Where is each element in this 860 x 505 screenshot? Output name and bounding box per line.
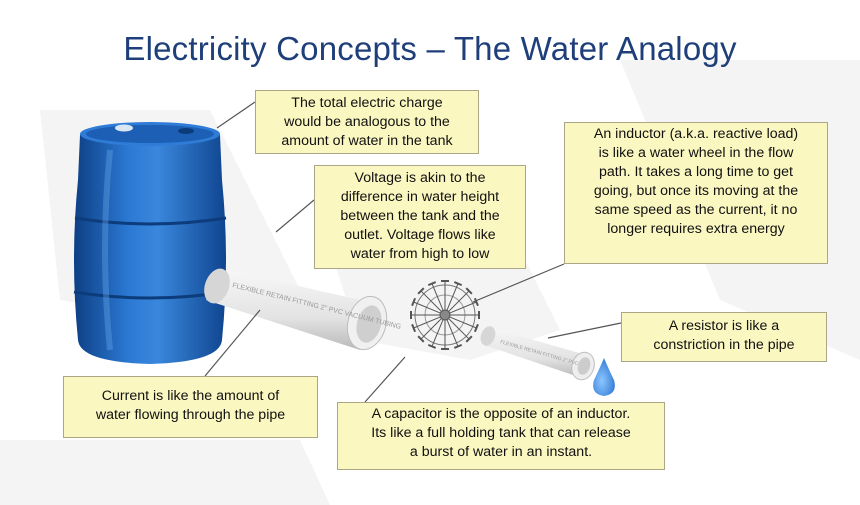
- wheel-paddle: [417, 287, 425, 295]
- callout-line: outlet. Voltage flows like: [344, 227, 496, 243]
- wheel-paddle: [411, 297, 417, 307]
- wheel-paddle: [453, 343, 463, 349]
- callout-line: path. It takes a long time to get: [598, 164, 793, 180]
- wheel-spoke: [448, 318, 470, 340]
- wheel-paddle: [465, 335, 473, 343]
- wheel-spoke: [448, 290, 470, 312]
- callout-line: same speed as the current, it no: [594, 202, 798, 218]
- small-pipe: FLEXIBLE RETAIN FITTING 2" PVC: [480, 326, 595, 381]
- callout-line: A resistor is like a: [668, 318, 780, 334]
- wheel-spoke: [431, 319, 444, 347]
- wheel-paddle: [473, 323, 479, 333]
- wheel-spoke: [413, 301, 441, 314]
- callout-line: a burst of water in an instant.: [409, 444, 593, 460]
- callout-resistor: A resistor is like a constriction in the…: [621, 312, 827, 362]
- callout-line: Current is like the amount of: [101, 388, 280, 404]
- wheel-paddle: [465, 287, 473, 295]
- callout-line: constriction in the pipe: [653, 337, 795, 353]
- wheel-spoke: [449, 316, 477, 329]
- callout-line: going, but once its moving at the: [593, 183, 799, 199]
- wheel-spokes: [410, 280, 480, 350]
- leader-inductor: [472, 263, 565, 303]
- callout-line: difference in water height: [340, 189, 500, 205]
- wheel-spoke: [431, 283, 444, 311]
- callout-line: Its like a full holding tank that can re…: [371, 425, 631, 441]
- callout-capacitor: A capacitor is the opposite of an induct…: [337, 402, 665, 470]
- wheel-paddle: [427, 281, 437, 287]
- wheel-spoke: [420, 290, 442, 312]
- water-barrel: [73, 122, 227, 364]
- wheel-spoke: [446, 319, 459, 347]
- callout-line: between the tank and the: [340, 208, 500, 224]
- page-title: Electricity Concepts – The Water Analogy: [123, 30, 737, 67]
- wheel-paddle: [453, 281, 463, 287]
- callout-current: Current is like the amount of water flow…: [63, 376, 318, 438]
- large-pipe: FLEXIBLE RETAIN FITTING 2" PVC VACUUM TU…: [204, 268, 402, 351]
- leader-charge: [216, 101, 256, 129]
- leader-resistor: [547, 322, 622, 339]
- callout-voltage: Voltage is akin to the difference in wat…: [314, 165, 526, 269]
- leader-current: [204, 309, 261, 377]
- leader-voltage: [275, 199, 315, 233]
- callout-line: water flowing through the pipe: [95, 407, 286, 423]
- water-wheel: [410, 280, 480, 350]
- callout-line: is like a water wheel in the flow: [598, 145, 794, 161]
- callout-line: longer requires extra energy: [607, 221, 785, 237]
- wheel-paddle: [427, 343, 437, 349]
- wheel-spoke: [420, 318, 442, 340]
- wheel-paddle: [417, 335, 425, 343]
- callout-electric-charge: The total electric charge would be analo…: [255, 90, 479, 154]
- callout-inductor: An inductor (a.k.a. reactive load) is li…: [564, 122, 828, 264]
- callout-line: An inductor (a.k.a. reactive load): [593, 126, 799, 142]
- callout-line: water from high to low: [350, 246, 490, 262]
- wheel-paddle: [411, 323, 417, 333]
- callout-line: would be analogous to the: [284, 114, 450, 130]
- callout-line: The total electric charge: [291, 95, 443, 111]
- leader-capacitor: [364, 356, 406, 403]
- callout-line: Voltage is akin to the: [354, 170, 486, 186]
- water-drop-icon: [593, 358, 615, 396]
- wheel-spoke: [449, 301, 477, 314]
- wheel-spoke: [446, 283, 459, 311]
- wheel-spoke: [413, 316, 441, 329]
- wheel-paddle: [473, 297, 479, 307]
- callout-line: A capacitor is the opposite of an induct…: [371, 406, 631, 422]
- callout-line: amount of water in the tank: [281, 133, 453, 149]
